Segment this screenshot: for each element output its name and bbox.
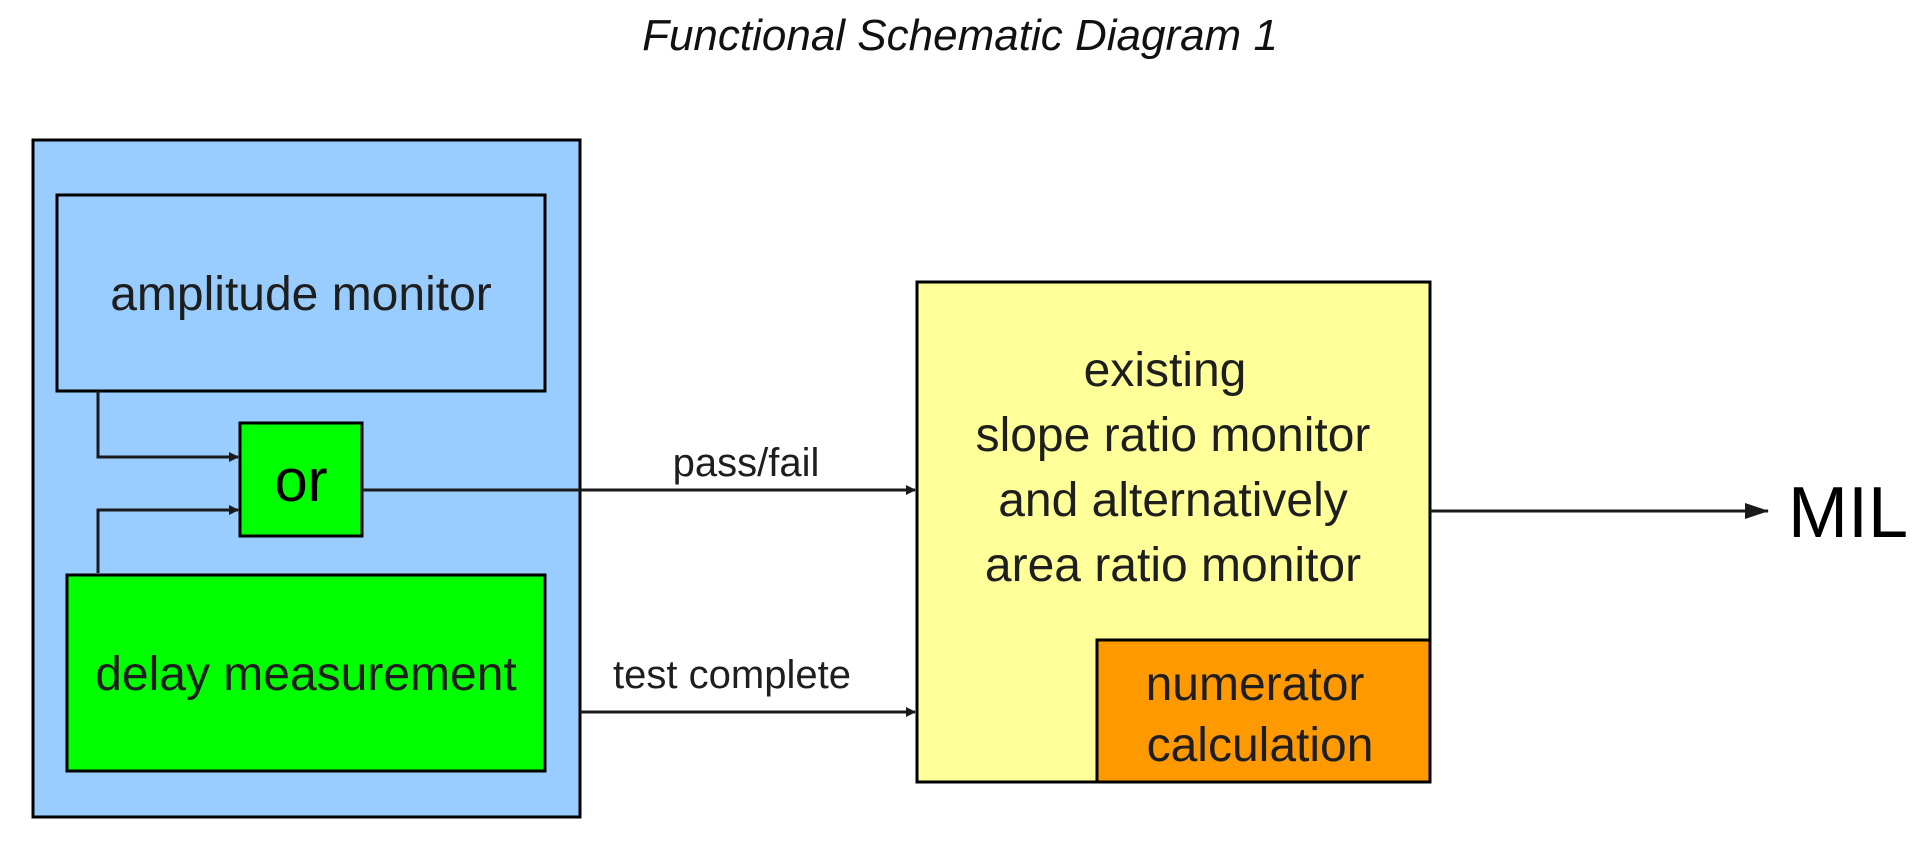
amplitude-monitor-block [55, 193, 547, 393]
monitor-label-line-4: area ratio monitor [985, 539, 1361, 592]
numerator-calculation-block [1095, 638, 1432, 784]
pass-fail-label: pass/fail [673, 441, 820, 485]
numerator-label-line-1: numerator [1146, 658, 1365, 711]
amplitude-monitor-label: amplitude monitor [110, 268, 492, 321]
numerator-label-line-2: calculation [1147, 719, 1374, 772]
mil-output-label: MIL [1788, 473, 1908, 553]
monitor-label-line-1: existing [1084, 344, 1247, 397]
amplitude-to-or-connector [96, 391, 239, 462]
or-gate-label: or [274, 447, 327, 514]
monitor-label-line-2: slope ratio monitor [976, 409, 1371, 462]
delay-measurement-block [65, 573, 547, 773]
test-complete-label: test complete [613, 653, 851, 697]
page-title: Functional Schematic Diagram 1 [642, 11, 1278, 60]
monitor-label-line-3: and alternatively [998, 474, 1348, 527]
delay-measurement-label: delay measurement [95, 648, 517, 701]
delay-to-or-connector [96, 505, 239, 573]
or-gate-block [238, 421, 364, 538]
